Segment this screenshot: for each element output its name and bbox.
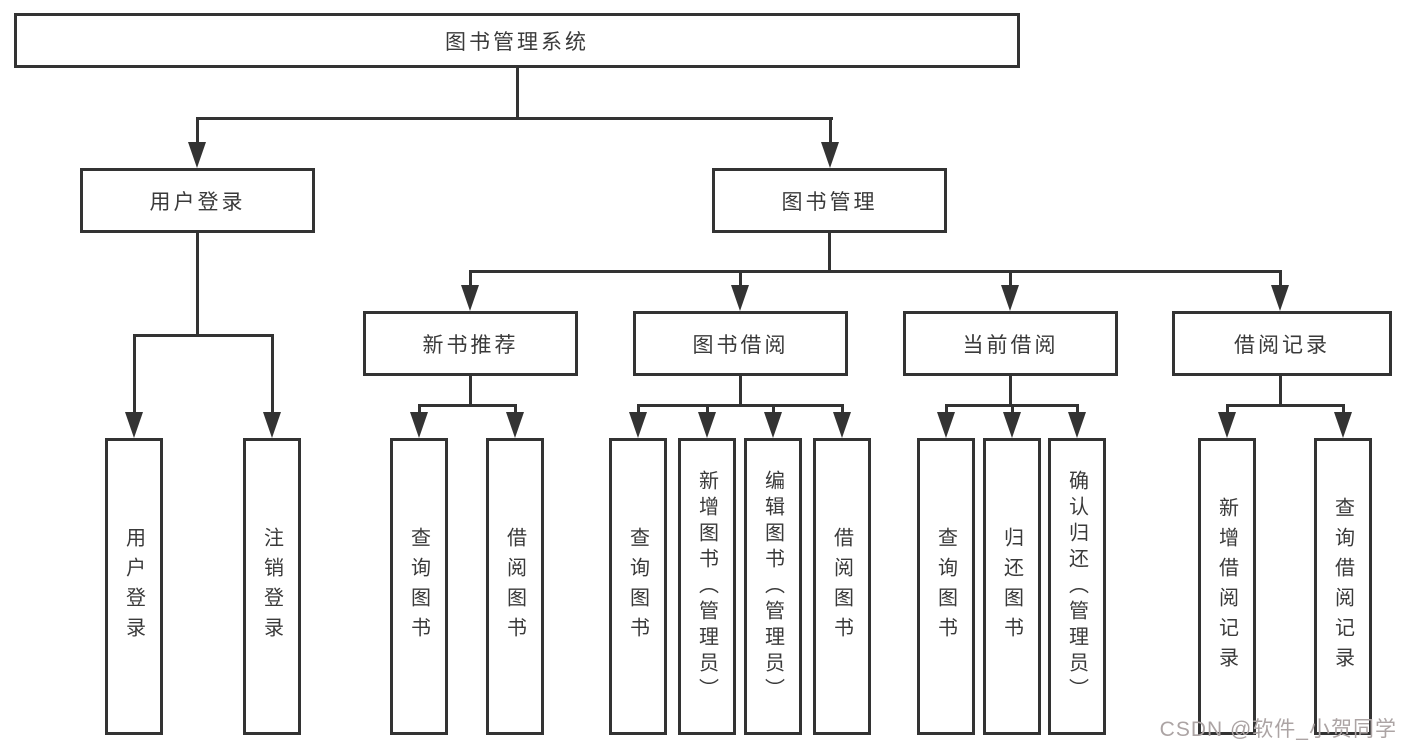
leaf-label: 查询图书 bbox=[934, 526, 957, 647]
connector-arrow bbox=[731, 285, 749, 311]
connector-arrow bbox=[1334, 412, 1352, 438]
csdn-watermark: CSDN @软件_小贺同学 bbox=[1159, 718, 1397, 741]
leaf-add-borrow-record: 新增借阅记录 bbox=[1198, 438, 1256, 735]
connector-arrow bbox=[1003, 412, 1021, 438]
connector-arrow bbox=[263, 412, 281, 438]
node-book-borrow: 图书借阅 bbox=[633, 311, 848, 376]
leaf-user-login: 用户登录 bbox=[105, 438, 163, 735]
leaf-logout: 注销登录 bbox=[243, 438, 301, 735]
leaf-query-books-borrow: 查询图书 bbox=[609, 438, 667, 735]
connector-vline bbox=[1342, 407, 1345, 415]
connector-vline bbox=[1009, 273, 1012, 288]
leaf-query-books-current: 查询图书 bbox=[917, 438, 975, 735]
connector-vline bbox=[514, 407, 517, 415]
connector-vline bbox=[1226, 407, 1229, 415]
connector-vline bbox=[739, 273, 742, 288]
leaf-label: 查询借阅记录 bbox=[1331, 496, 1354, 677]
connector-vline bbox=[1011, 407, 1014, 415]
connector-vline bbox=[1279, 376, 1282, 406]
leaf-label: 编辑图书（管理员） bbox=[761, 469, 784, 704]
connector-arrow bbox=[937, 412, 955, 438]
connector-vline bbox=[196, 233, 199, 336]
connector-vline bbox=[1009, 376, 1012, 406]
leaf-label: 确认归还（管理员） bbox=[1065, 469, 1088, 704]
connector-vline bbox=[829, 120, 832, 145]
leaf-query-books-newrec: 查询图书 bbox=[390, 438, 448, 735]
connector-arrow bbox=[1271, 285, 1289, 311]
leaf-confirm-return-admin: 确认归还（管理员） bbox=[1048, 438, 1106, 735]
connector-hline bbox=[637, 404, 844, 407]
connector-hline bbox=[133, 334, 274, 337]
connector-vline bbox=[1279, 273, 1282, 288]
connector-arrow bbox=[1001, 285, 1019, 311]
connector-vline bbox=[1076, 407, 1079, 415]
node-current-borrow: 当前借阅 bbox=[903, 311, 1118, 376]
connector-vline bbox=[706, 407, 709, 415]
connector-vline bbox=[841, 407, 844, 415]
leaf-return-books: 归还图书 bbox=[983, 438, 1041, 735]
connector-arrow bbox=[698, 412, 716, 438]
node-user-login: 用户登录 bbox=[80, 168, 315, 233]
leaf-label: 归还图书 bbox=[1000, 526, 1023, 647]
connector-arrow bbox=[125, 412, 143, 438]
connector-arrow bbox=[461, 285, 479, 311]
leaf-label: 查询图书 bbox=[407, 526, 430, 647]
connector-hline bbox=[196, 117, 833, 120]
node-book-management: 图书管理 bbox=[712, 168, 947, 233]
leaf-label: 新增图书（管理员） bbox=[695, 469, 718, 704]
leaf-label: 新增借阅记录 bbox=[1215, 496, 1238, 677]
leaf-edit-books-admin: 编辑图书（管理员） bbox=[744, 438, 802, 735]
leaf-label: 用户登录 bbox=[122, 526, 145, 647]
connector-vline bbox=[133, 337, 136, 414]
connector-arrow bbox=[410, 412, 428, 438]
leaf-borrow-books-newrec: 借阅图书 bbox=[486, 438, 544, 735]
connector-hline bbox=[418, 404, 517, 407]
connector-hline bbox=[1226, 404, 1345, 407]
connector-arrow bbox=[629, 412, 647, 438]
leaf-label: 注销登录 bbox=[260, 526, 283, 647]
connector-vline bbox=[418, 407, 421, 415]
leaf-label: 查询图书 bbox=[626, 526, 649, 647]
leaf-label: 借阅图书 bbox=[503, 526, 526, 647]
connector-arrow bbox=[833, 412, 851, 438]
connector-vline bbox=[196, 120, 199, 145]
connector-vline bbox=[772, 407, 775, 415]
connector-vline bbox=[828, 233, 831, 272]
connector-vline bbox=[637, 407, 640, 415]
connector-arrow bbox=[188, 142, 206, 168]
connector-arrow bbox=[1218, 412, 1236, 438]
connector-arrow bbox=[821, 142, 839, 168]
node-new-book-recommend: 新书推荐 bbox=[363, 311, 578, 376]
node-borrow-records: 借阅记录 bbox=[1172, 311, 1392, 376]
connector-hline bbox=[469, 270, 1282, 273]
connector-vline bbox=[945, 407, 948, 415]
leaf-label: 借阅图书 bbox=[830, 526, 853, 647]
leaf-add-books-admin: 新增图书（管理员） bbox=[678, 438, 736, 735]
connector-vline bbox=[469, 273, 472, 288]
connector-arrow bbox=[1068, 412, 1086, 438]
connector-vline bbox=[739, 376, 742, 406]
connector-vline bbox=[271, 337, 274, 414]
connector-arrow bbox=[764, 412, 782, 438]
leaf-borrow-books: 借阅图书 bbox=[813, 438, 871, 735]
leaf-query-borrow-record: 查询借阅记录 bbox=[1314, 438, 1372, 735]
connector-hline bbox=[945, 404, 1079, 407]
node-library-system: 图书管理系统 bbox=[14, 13, 1020, 68]
connector-arrow bbox=[506, 412, 524, 438]
connector-vline bbox=[469, 376, 472, 406]
connector-vline bbox=[516, 68, 519, 117]
